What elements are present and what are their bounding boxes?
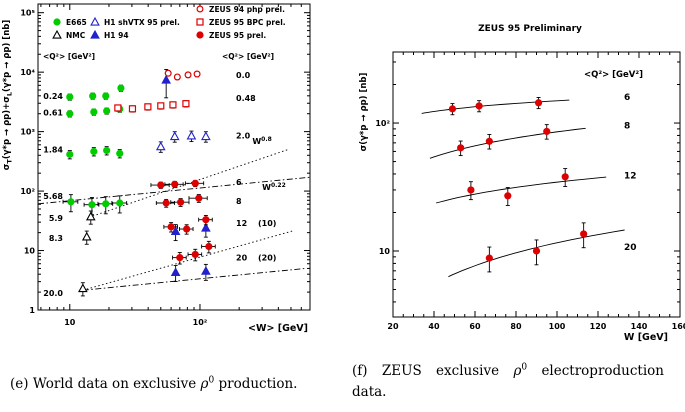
series-zeus-95-prel-q2-12 [163, 214, 213, 235]
series-zeus-95-q2-8 [457, 124, 551, 157]
svg-text:5.68: 5.68 [43, 192, 63, 201]
svg-text:<W> [GeV]: <W> [GeV] [248, 323, 308, 334]
svg-text:60: 60 [469, 322, 481, 331]
caption-f-text: (f) ZEUS exclusive [352, 363, 514, 379]
ref-line [82, 267, 306, 291]
caption-e-text: (e) World data on exclusive [10, 376, 201, 392]
svg-text:10⁴: 10⁴ [20, 68, 35, 77]
series-zeus-95-q2-6 [448, 97, 543, 116]
svg-text:160: 160 [672, 322, 685, 331]
svg-text:ZEUS 94 php prel.: ZEUS 94 php prel. [209, 5, 285, 14]
svg-text:0.48: 0.48 [236, 94, 256, 103]
ref-line-label: W0.22 [262, 182, 286, 192]
caption-e: (e) World data on exclusive ρ0 productio… [10, 374, 348, 395]
svg-text:10: 10 [64, 318, 76, 327]
svg-text:12: 12 [236, 219, 247, 228]
series-zeus-95-prel-q2-20 [172, 240, 216, 265]
series-h1-94-electro [170, 220, 211, 282]
svg-text:6: 6 [624, 93, 630, 103]
svg-text:10²: 10² [20, 187, 35, 196]
svg-text:ZEUS 95 Preliminary: ZEUS 95 Preliminary [478, 24, 582, 34]
ref-line-label: W0.8 [252, 136, 271, 146]
svg-text:W [GeV]: W [GeV] [624, 332, 668, 343]
series-e665-q2-5-68 [62, 194, 128, 216]
plot-f-axes: 20 40 60 80 100 120 140 160 10 10² [375, 52, 685, 331]
svg-text:120: 120 [590, 322, 607, 331]
svg-text:0.61: 0.61 [43, 109, 63, 118]
svg-text:8: 8 [236, 197, 242, 206]
svg-text:10: 10 [379, 247, 391, 256]
figure-plots: 10 10² 1 10 10² 10³ 10⁴ 10⁵ W0.8W0.22 0.24 0.61 1.8… [2, 3, 685, 343]
series-zeus-95-q2-20 [485, 222, 588, 273]
svg-text:10⁵: 10⁵ [20, 9, 35, 18]
svg-text:10²: 10² [375, 119, 390, 128]
series-e665-q2-0-24 [66, 84, 125, 101]
series-zeus-95-prel-q2-6 [150, 179, 205, 189]
svg-text:6: 6 [236, 178, 242, 187]
svg-text:40: 40 [428, 322, 440, 331]
fit-curve [429, 127, 586, 159]
series-zeus-95-bpc-prel- [114, 100, 190, 113]
caption-f: (f) ZEUS exclusive ρ0 electroproduction … [352, 361, 664, 403]
svg-text:E665: E665 [66, 18, 87, 27]
svg-text:H1 shVTX 95 prel.: H1 shVTX 95 prel. [104, 18, 180, 27]
plot-e: 10 10² 1 10 10² 10³ 10⁴ 10⁵ W0.8W0.22 0.24 0.61 1.8… [2, 3, 311, 334]
ref-line [37, 176, 311, 205]
svg-text:2.0: 2.0 [236, 132, 251, 141]
series-zeus-95-q2-12 [467, 168, 569, 206]
svg-text:20.0: 20.0 [43, 289, 63, 298]
svg-text:10²: 10² [193, 318, 208, 327]
svg-text:0.0: 0.0 [236, 71, 251, 80]
svg-text:140: 140 [631, 322, 648, 331]
svg-text:0.24: 0.24 [43, 92, 63, 101]
y-axis-label: σT(γ*p → ρp)+σL(γ*p → ρp) [nb] [2, 20, 14, 171]
svg-text:20: 20 [624, 243, 637, 253]
ref-line [92, 149, 289, 217]
svg-text:12: 12 [624, 171, 637, 181]
svg-text:H1 94: H1 94 [104, 31, 129, 40]
rho-symbol: ρ [513, 363, 522, 379]
svg-text:8: 8 [624, 121, 630, 131]
caption-f-tail: electroproduction data. [352, 363, 664, 400]
svg-text:<Q²> [GeV²]: <Q²> [GeV²] [43, 52, 95, 61]
svg-text:(10): (10) [258, 219, 276, 228]
svg-text:80: 80 [510, 322, 522, 331]
ref-line [82, 230, 294, 291]
svg-text:10: 10 [24, 247, 36, 256]
rho-symbol: ρ [200, 376, 209, 392]
svg-text:ZEUS 95 BPC prel.: ZEUS 95 BPC prel. [209, 18, 286, 27]
series-nmc [78, 210, 96, 297]
svg-text:10³: 10³ [20, 128, 35, 137]
series-zeus-94-php-prel- [164, 69, 201, 81]
svg-text:<Q²> [GeV²]: <Q²> [GeV²] [222, 52, 274, 61]
svg-text:1: 1 [29, 306, 35, 315]
svg-text:20: 20 [387, 322, 399, 331]
svg-text:1.84: 1.84 [43, 146, 63, 155]
svg-text:(20): (20) [258, 254, 276, 263]
fit-curve [421, 99, 570, 114]
svg-text:20: 20 [236, 254, 248, 263]
svg-text:8.3: 8.3 [49, 234, 63, 243]
rho-superscript: 0 [208, 375, 215, 386]
svg-text:NMC: NMC [66, 31, 86, 40]
series-zeus-95-prel-q2-8 [155, 194, 208, 208]
fit-curve [435, 176, 607, 204]
caption-e-tail: production. [214, 376, 298, 392]
plot-e-axes: 10 10² 1 10 10² 10³ 10⁴ 10⁵ [20, 4, 311, 327]
series-e665-q2-1-84 [66, 146, 124, 160]
svg-text:5.9: 5.9 [49, 214, 64, 223]
plot-e-frame [37, 3, 311, 311]
y-axis-label: σ(γ*p → ρp) [nb] [359, 73, 369, 152]
svg-text:ZEUS 95 prel.: ZEUS 95 prel. [209, 31, 266, 40]
series-h1-shvtx-95-prel- [155, 130, 211, 153]
svg-text:100: 100 [549, 322, 566, 331]
svg-text:<Q²> [GeV²]: <Q²> [GeV²] [584, 70, 643, 80]
plot-f: 20 40 60 80 100 120 140 160 10 10² 6 8 12 20 <Q²> [GeV… [359, 24, 685, 343]
rho-superscript: 0 [521, 362, 528, 373]
fit-curve [448, 229, 625, 278]
